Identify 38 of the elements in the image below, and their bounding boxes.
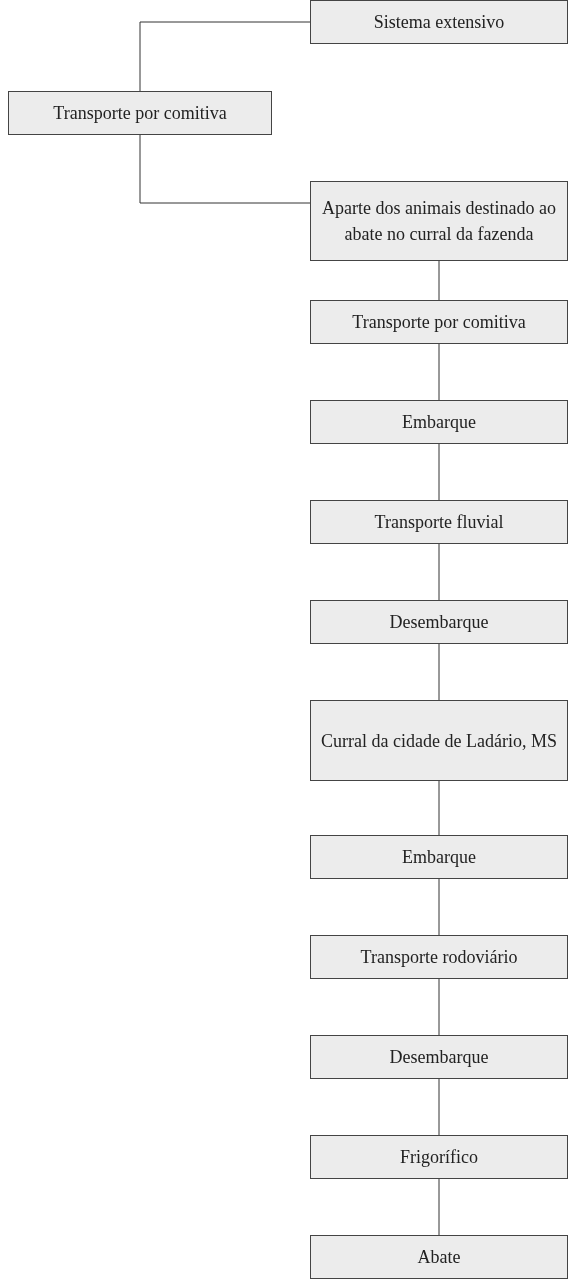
box-label: Aparte dos animais destinado ao abate no curral da fazenda [321,197,557,246]
box-label: Curral da cidade de Ladário, MS [321,729,557,753]
process-box [310,1035,568,1079]
connector-line [438,543,440,601]
process-box [8,91,272,135]
box-label: Abate [417,1246,461,1269]
connector-line [139,134,311,204]
box-label: Transporte fluvial [374,511,504,534]
process-box [310,700,568,781]
connector-line [438,978,440,1036]
box-label: Embarque [402,846,476,869]
process-box [310,935,568,979]
process-box [310,300,568,344]
connector-line [438,878,440,936]
process-box [310,181,568,261]
process-box [310,1135,568,1179]
box-label: Frigorífico [400,1146,478,1169]
box-label: Embarque [402,411,476,434]
connector-line [438,780,440,836]
connector-line [438,1178,440,1236]
connector-line [438,260,440,301]
connector-line [438,443,440,501]
box-label: Transporte por comitiva [53,102,227,125]
connector-line [139,21,311,92]
process-box [310,835,568,879]
connector-line [438,643,440,701]
box-label: Transporte rodoviário [360,946,518,969]
process-box [310,400,568,444]
process-box [310,0,568,44]
box-label: Desembarque [389,611,489,634]
process-box [310,500,568,544]
connector-line [438,1078,440,1136]
box-label: Transporte por comitiva [352,311,526,334]
box-label: Sistema extensivo [373,11,505,34]
process-box [310,1235,568,1279]
process-box [310,600,568,644]
connector-line [438,343,440,401]
box-label: Desembarque [389,1046,489,1069]
